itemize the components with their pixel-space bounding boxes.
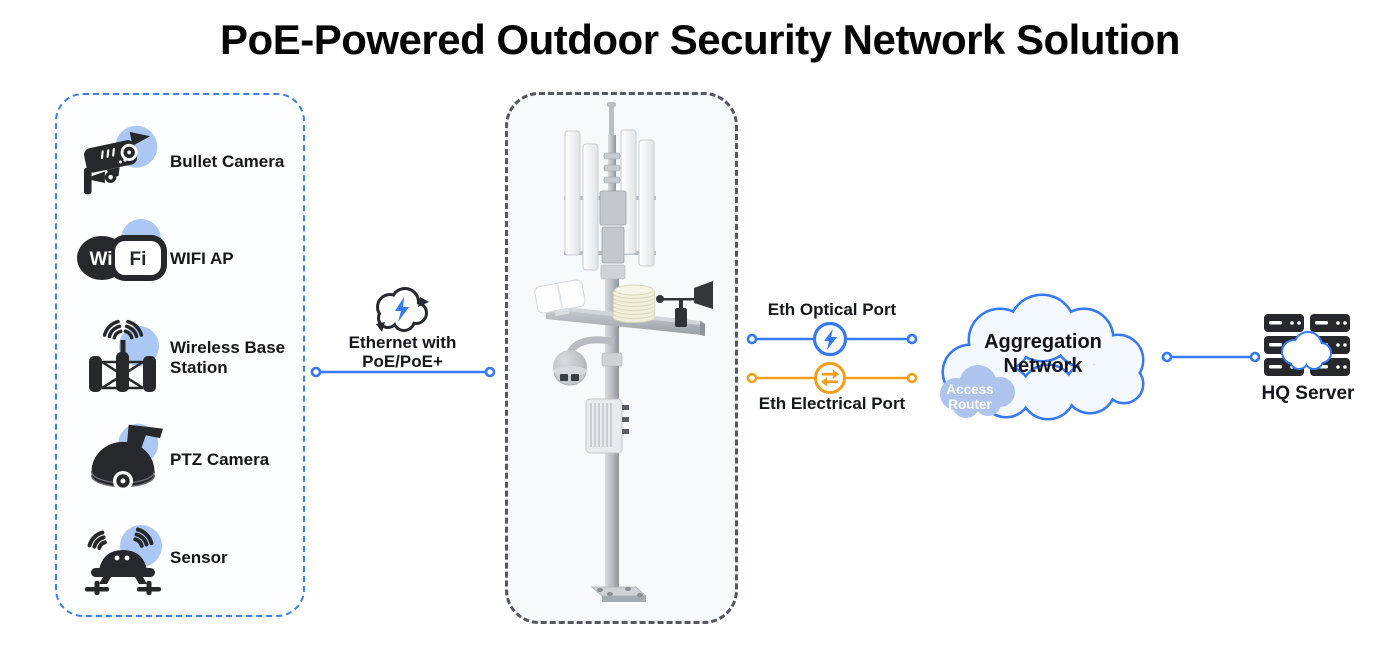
pole-base — [590, 586, 648, 602]
devices-panel: Bullet Camera Wi Fi WIFI AP — [55, 93, 305, 617]
pole-ap-device — [534, 279, 586, 317]
smart-pole-illustration — [534, 102, 713, 602]
device-row-wifi-ap: Wi Fi WIFI AP — [57, 219, 303, 299]
pole-wind-vane — [656, 281, 713, 327]
wifi-logo-wi: Wi — [89, 249, 112, 270]
page-title: PoE-Powered Outdoor Security Network Sol… — [220, 16, 1180, 63]
device-label: Bullet Camera — [170, 152, 285, 171]
device-label: PTZ Camera — [170, 450, 270, 469]
hq-server: HQ Server — [1254, 314, 1362, 405]
aggregation-cloud — [940, 293, 1145, 421]
access-router-cloud — [940, 365, 1015, 418]
hq-link-line — [1161, 351, 1261, 363]
electrical-port-line — [746, 362, 918, 394]
aggregation-label-line1: Aggregation — [984, 331, 1102, 353]
device-label: Sensor — [170, 548, 228, 567]
aggregation-label-line2: Network — [1003, 355, 1083, 377]
pole-panel — [505, 92, 738, 624]
pole-equipment-box — [585, 398, 629, 454]
bullet-camera-icon — [83, 125, 158, 195]
wireless-base-station-icon — [89, 319, 159, 392]
device-row-ptz-camera: PTZ Camera — [57, 420, 303, 500]
optical-port-line — [746, 322, 918, 357]
swap-badge-icon — [814, 362, 846, 394]
pole-weather-sensor — [612, 284, 656, 325]
pole-ptz-dome — [553, 336, 615, 386]
device-label: Wireless Base Station — [170, 338, 286, 377]
poe-link-label-line2: PoE/PoE+ — [362, 352, 443, 371]
optical-port-label: Eth Optical Port — [767, 300, 897, 319]
electrical-port-label: Eth Electrical Port — [758, 394, 906, 413]
poe-link-line — [310, 366, 496, 378]
lightning-badge-icon — [812, 322, 848, 357]
device-row-bullet-camera: Bullet Camera — [57, 122, 303, 202]
device-row-wireless-base-station: Wireless Base Station — [57, 318, 303, 398]
server-rack-cloud-icon — [1264, 314, 1350, 376]
sensor-icon — [85, 525, 162, 595]
device-row-sensor: Sensor — [57, 518, 303, 598]
antenna-panels — [564, 129, 655, 271]
hq-server-label: HQ Server — [1261, 383, 1355, 404]
access-router-label-line2: Router — [948, 397, 992, 412]
aggregation-label: Aggregation Network — [918, 330, 1168, 378]
wifi-logo-fi: Fi — [130, 249, 147, 270]
poe-link-label-line1: Ethernet with — [348, 333, 457, 352]
wifi-ap-icon: Wi Fi — [77, 219, 167, 281]
device-label: WIFI AP — [170, 249, 234, 268]
ptz-camera-icon — [90, 423, 163, 491]
poe-link-label: Ethernet with PoE/PoE+ — [330, 333, 475, 371]
access-router-label-line1: Access — [946, 382, 994, 397]
cloud-power-sync-icon — [376, 287, 429, 332]
access-router-label: Access Router — [930, 382, 1010, 412]
